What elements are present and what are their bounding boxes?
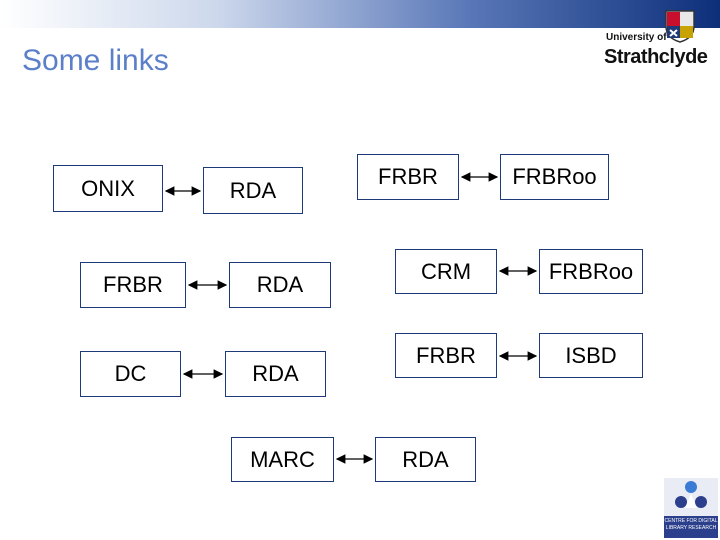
node-frbroo-1: FRBRoo <box>500 154 609 200</box>
cdlr-emblem-icon <box>664 478 718 518</box>
node-crm: CRM <box>395 249 497 294</box>
logo-strathclyde: Strathclyde <box>604 46 708 68</box>
node-frbr-2: FRBR <box>357 154 459 200</box>
node-rda-4: RDA <box>375 437 476 482</box>
cdlr-logo: CENTRE FOR DIGITAL LIBRARY RESEARCH <box>664 478 718 538</box>
node-isbd: ISBD <box>539 333 643 378</box>
node-rda-1: RDA <box>203 167 303 214</box>
logo-university-of: University of <box>606 32 667 43</box>
university-logo: University of Strathclyde <box>604 6 708 72</box>
cdlr-label: CENTRE FOR DIGITAL LIBRARY RESEARCH <box>664 516 718 538</box>
node-frbr-1: FRBR <box>80 262 186 308</box>
node-frbroo-2: FRBRoo <box>539 249 643 294</box>
crest-icon <box>665 10 695 43</box>
node-rda-2: RDA <box>229 262 331 308</box>
node-onix: ONIX <box>53 165 163 212</box>
node-frbr-3: FRBR <box>395 333 497 378</box>
node-dc: DC <box>80 351 181 397</box>
slide-title: Some links <box>22 44 169 77</box>
node-rda-3: RDA <box>225 351 326 397</box>
header-gradient-bar <box>0 0 720 28</box>
node-marc: MARC <box>231 437 334 482</box>
